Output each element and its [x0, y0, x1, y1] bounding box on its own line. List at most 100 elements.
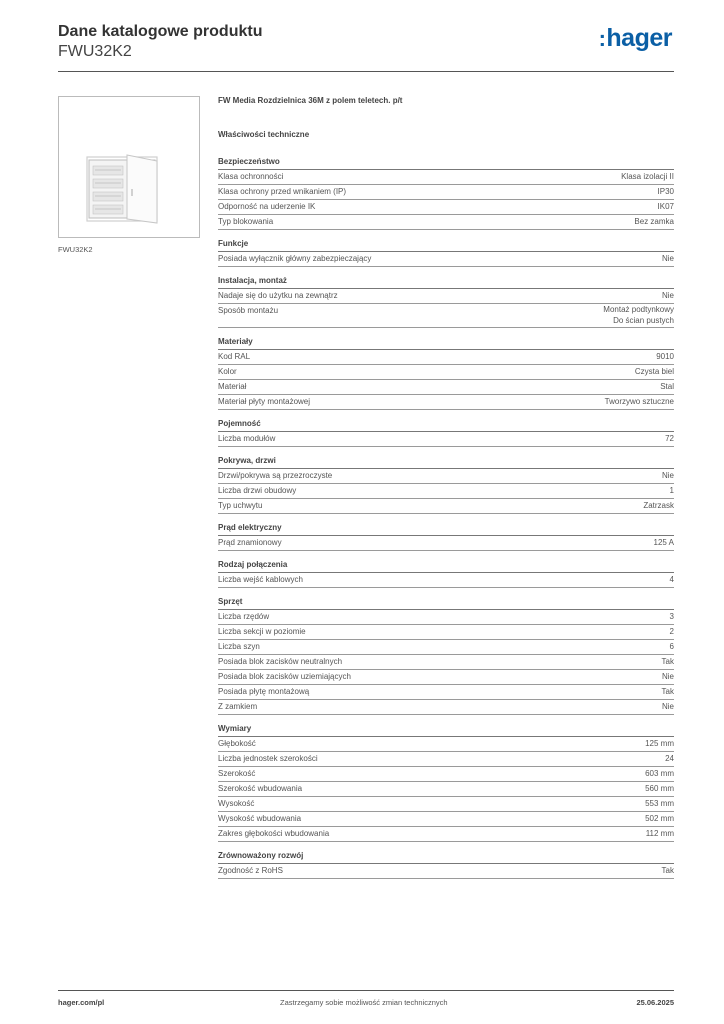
spec-label: Szerokość	[218, 769, 256, 778]
spec-value: 125 mm	[645, 739, 674, 748]
spec-value: Nie	[661, 471, 674, 480]
spec-value: 72	[665, 434, 674, 443]
spec-row: Głębokość 125 mm	[218, 737, 674, 752]
spec-value: Stal	[660, 382, 674, 391]
spec-row: Liczba jednostek szerokości 24	[218, 752, 674, 767]
spec-group-title: Wymiary	[218, 723, 674, 737]
enclosure-illustration-icon	[86, 154, 158, 224]
spec-label: Kolor	[218, 367, 237, 376]
footer-notice: Zastrzegamy sobie możliwość zmian techni…	[280, 998, 448, 1007]
spec-row: Szerokość wbudowania 560 mm	[218, 782, 674, 797]
spec-label: Szerokość wbudowania	[218, 784, 303, 793]
spec-label: Zgodność z RoHS	[218, 866, 283, 875]
spec-value: Tak	[661, 687, 674, 696]
logo-text: hager	[606, 24, 672, 52]
spec-value: 603 mm	[645, 769, 674, 778]
spec-group-title: Rodzaj połączenia	[218, 559, 674, 573]
spec-label: Z zamkiem	[218, 702, 258, 711]
product-name: FW Media Rozdzielnica 36M z polem telete…	[218, 96, 403, 105]
spec-label: Posiada blok zacisków uziemiających	[218, 672, 351, 681]
section-title: Właściwości techniczne	[218, 130, 310, 139]
spec-label: Liczba sekcji w poziomie	[218, 627, 306, 636]
spec-label: Wysokość wbudowania	[218, 814, 302, 823]
spec-label: Posiada wyłącznik główny zabezpieczający	[218, 254, 372, 263]
spec-row: Liczba drzwi obudowy 1	[218, 484, 674, 499]
product-image	[58, 96, 200, 238]
footer-divider	[58, 990, 674, 991]
spec-group-title: Prąd elektryczny	[218, 522, 674, 536]
spec-value: 553 mm	[645, 799, 674, 808]
spec-value: Nie	[661, 672, 674, 681]
header-divider	[58, 71, 674, 72]
footer-date: 25.06.2025	[636, 998, 674, 1007]
spec-label: Materiał	[218, 382, 247, 391]
spec-value: 560 mm	[645, 784, 674, 793]
spec-value: IP30	[657, 187, 674, 196]
spec-value: Nie	[661, 291, 674, 300]
spec-value: 24	[665, 754, 674, 763]
spec-value: 2	[669, 627, 674, 636]
spec-row: Materiał Stal	[218, 380, 674, 395]
spec-label: Wysokość	[218, 799, 255, 808]
spec-group-title: Pokrywa, drzwi	[218, 455, 674, 469]
spec-group-title: Sprzęt	[218, 596, 674, 610]
spec-label: Głębokość	[218, 739, 256, 748]
spec-label: Posiada płytę montażową	[218, 687, 310, 696]
spec-value: 502 mm	[645, 814, 674, 823]
spec-label: Klasa ochronności	[218, 172, 284, 181]
spec-value: Klasa izolacji II	[621, 172, 674, 181]
logo-mark-icon: :	[598, 26, 606, 51]
hager-logo: :hager	[598, 24, 673, 53]
spec-value: 3	[669, 612, 674, 621]
spec-group-title: Zrównoważony rozwój	[218, 850, 674, 864]
spec-group-title: Bezpieczeństwo	[218, 156, 674, 170]
spec-label: Liczba szyn	[218, 642, 260, 651]
spec-label: Liczba wejść kablowych	[218, 575, 303, 584]
spec-group-title: Pojemność	[218, 418, 674, 432]
spec-row: Drzwi/pokrywa są przezroczyste Nie	[218, 469, 674, 484]
spec-group-title: Instalacja, montaż	[218, 275, 674, 289]
spec-value: 125 A	[653, 538, 674, 547]
spec-value: Tak	[661, 657, 674, 666]
spec-label: Sposób montażu	[218, 306, 279, 315]
footer-website[interactable]: hager.com/pl	[58, 998, 105, 1007]
spec-group-title: Funkcje	[218, 238, 674, 252]
spec-row: Posiada płytę montażową Tak	[218, 685, 674, 700]
spec-row: Posiada blok zacisków uziemiających Nie	[218, 670, 674, 685]
spec-row: Wysokość 553 mm	[218, 797, 674, 812]
spec-row: Szerokość 603 mm	[218, 767, 674, 782]
spec-row: Wysokość wbudowania 502 mm	[218, 812, 674, 827]
product-code: FWU32K2	[58, 43, 132, 60]
spec-row: Z zamkiem Nie	[218, 700, 674, 715]
spec-label: Liczba jednostek szerokości	[218, 754, 318, 763]
spec-row: Posiada wyłącznik główny zabezpieczający…	[218, 252, 674, 267]
spec-value: 9010	[656, 352, 674, 361]
spec-label: Liczba drzwi obudowy	[218, 486, 297, 495]
spec-label: Klasa ochrony przed wnikaniem (IP)	[218, 187, 347, 196]
spec-label: Zakres głębokości wbudowania	[218, 829, 330, 838]
spec-value: Czysta biel	[634, 367, 674, 376]
spec-value: IK07	[657, 202, 674, 211]
spec-value: 6	[669, 642, 674, 651]
page-header: Dane katalogowe produktu FWU32K2	[58, 22, 262, 62]
spec-value: 1	[669, 486, 674, 495]
spec-row: Kolor Czysta biel	[218, 365, 674, 380]
spec-row: Klasa ochrony przed wnikaniem (IP) IP30	[218, 185, 674, 200]
spec-label: Drzwi/pokrywa są przezroczyste	[218, 471, 333, 480]
spec-value: Nie	[661, 702, 674, 711]
